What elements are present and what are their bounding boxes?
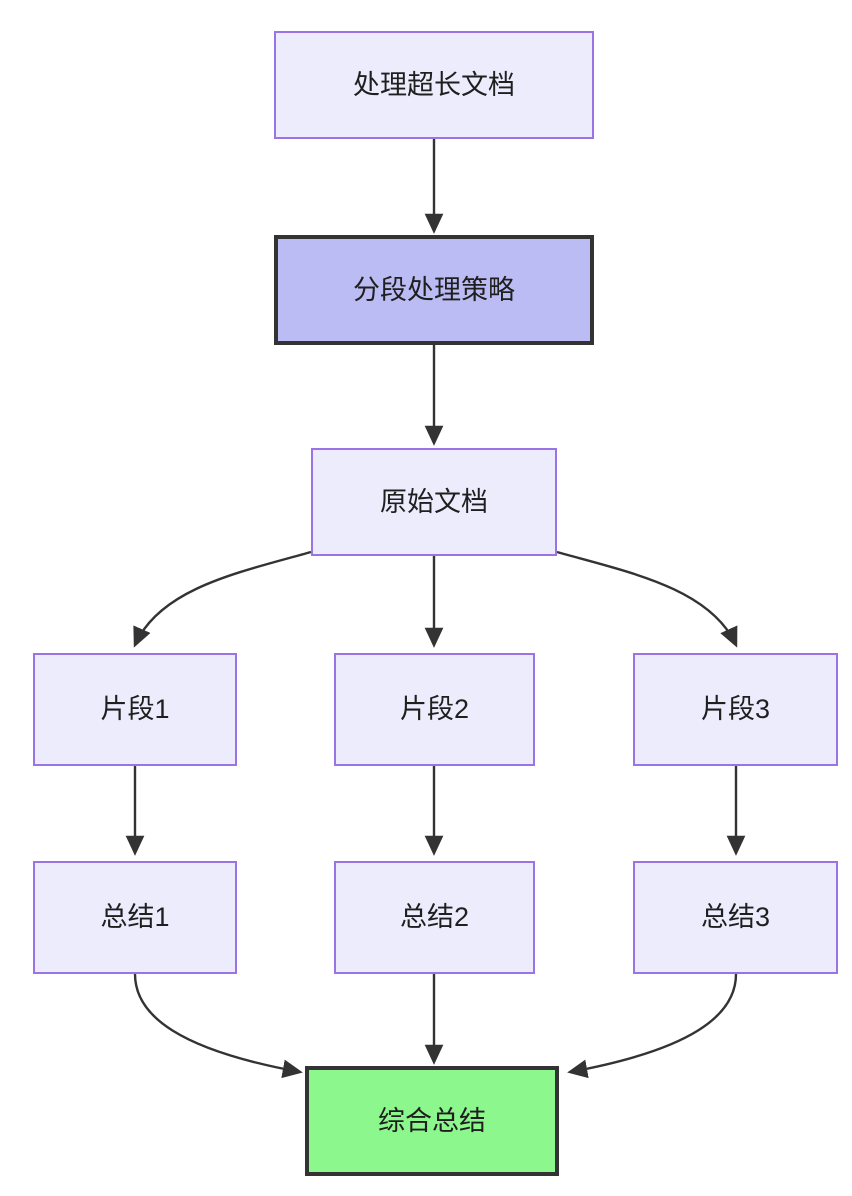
node-label: 分段处理策略 — [353, 274, 515, 305]
node-original-document[interactable]: 原始文档 — [311, 448, 557, 556]
node-summary-2[interactable]: 总结2 — [334, 861, 535, 974]
node-label: 片段3 — [700, 694, 771, 725]
node-label: 总结2 — [399, 902, 470, 933]
node-label: 原始文档 — [380, 486, 488, 517]
edge-n3-n6 — [556, 550, 738, 648]
node-combined-summary[interactable]: 综合总结 — [305, 1066, 559, 1176]
node-chunking-strategy[interactable]: 分段处理策略 — [274, 235, 594, 345]
node-label: 总结3 — [700, 902, 771, 933]
node-summary-1[interactable]: 总结1 — [33, 861, 237, 974]
node-label: 片段1 — [100, 694, 170, 725]
node-label: 总结1 — [100, 902, 170, 933]
node-label: 处理超长文档 — [353, 69, 515, 100]
edge-n7-n10 — [133, 973, 303, 1079]
edge-n9-n10 — [567, 973, 738, 1079]
node-summary-3[interactable]: 总结3 — [633, 861, 838, 974]
node-fragment-3[interactable]: 片段3 — [633, 653, 838, 766]
node-label: 综合总结 — [378, 1105, 486, 1136]
edge-n3-n4 — [133, 550, 312, 648]
node-fragment-1[interactable]: 片段1 — [33, 653, 237, 766]
node-process-long-document[interactable]: 处理超长文档 — [274, 31, 594, 139]
node-label: 片段2 — [399, 694, 470, 725]
node-fragment-2[interactable]: 片段2 — [334, 653, 535, 766]
